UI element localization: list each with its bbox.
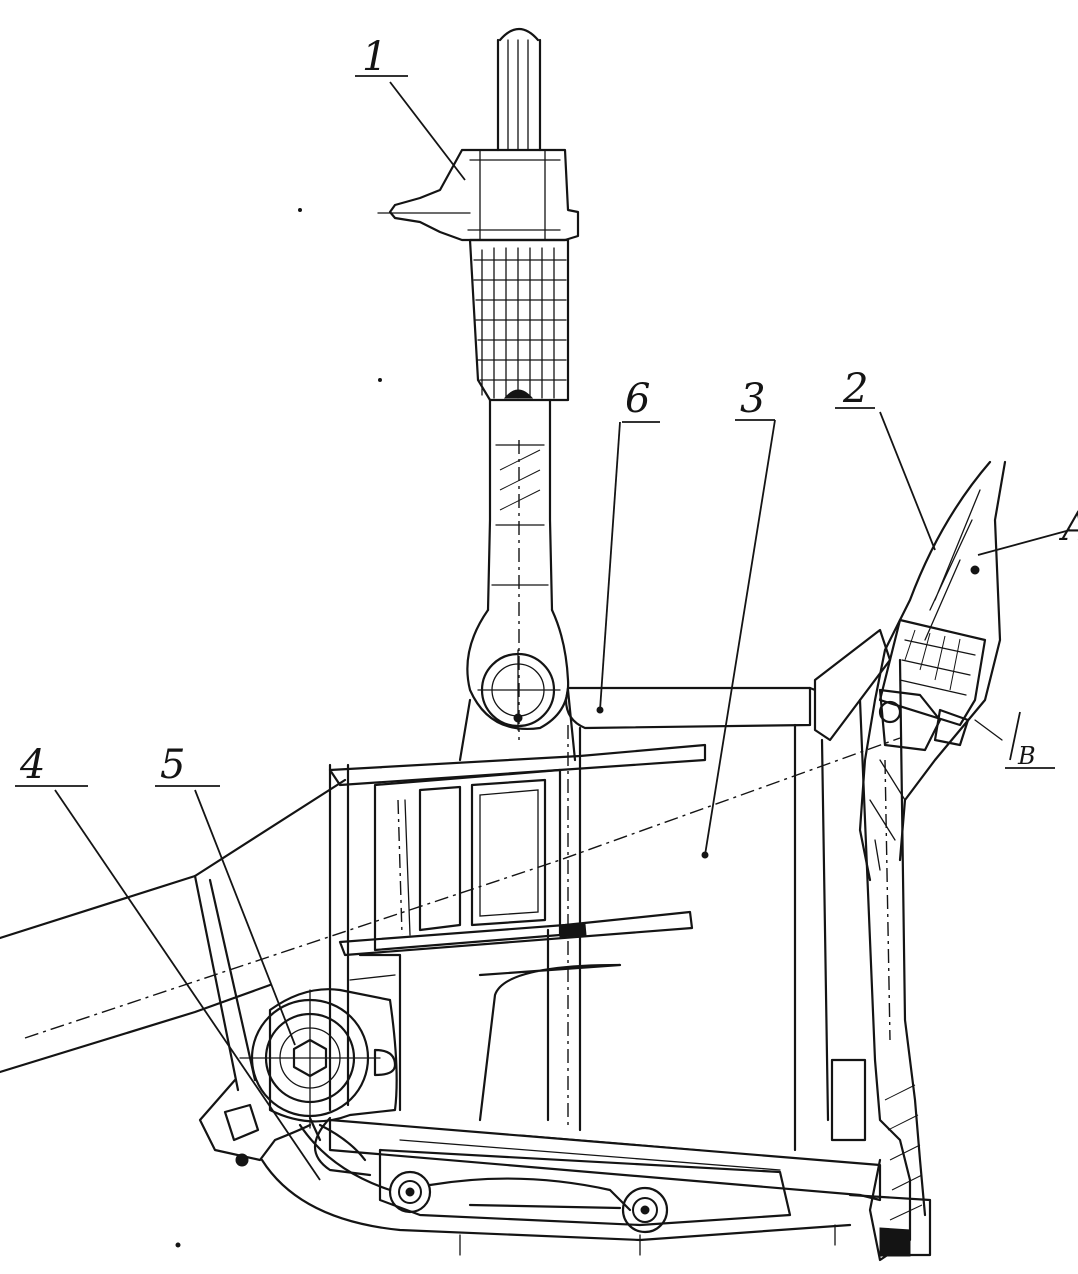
callout-label-2: 2 <box>842 366 868 412</box>
callout-1: 1 <box>355 34 466 181</box>
clamp-assembly <box>858 460 1007 882</box>
callout-label-4: 4 <box>19 742 45 788</box>
pivot-arm-assembly <box>0 737 901 1242</box>
callout-label-1: 1 <box>362 34 387 80</box>
callout-A: A <box>977 504 1078 556</box>
callout-label-5: 5 <box>160 742 185 788</box>
callout-2: 2 <box>835 366 936 551</box>
callout-4: 4 <box>15 742 321 1181</box>
roller-carriage <box>378 1148 836 1256</box>
callout-6: 6 <box>596 376 660 714</box>
frame-housing <box>328 628 932 1262</box>
shaft-assembly <box>377 27 580 740</box>
callout-label-B: B <box>1017 742 1036 770</box>
callout-label-A: A <box>1058 504 1078 550</box>
callout-label-6: 6 <box>625 376 650 422</box>
callout-3: 3 <box>701 376 776 859</box>
callout-label-3: 3 <box>740 376 765 422</box>
callout-5: 5 <box>155 742 296 1046</box>
callout-B: B <box>974 711 1055 770</box>
